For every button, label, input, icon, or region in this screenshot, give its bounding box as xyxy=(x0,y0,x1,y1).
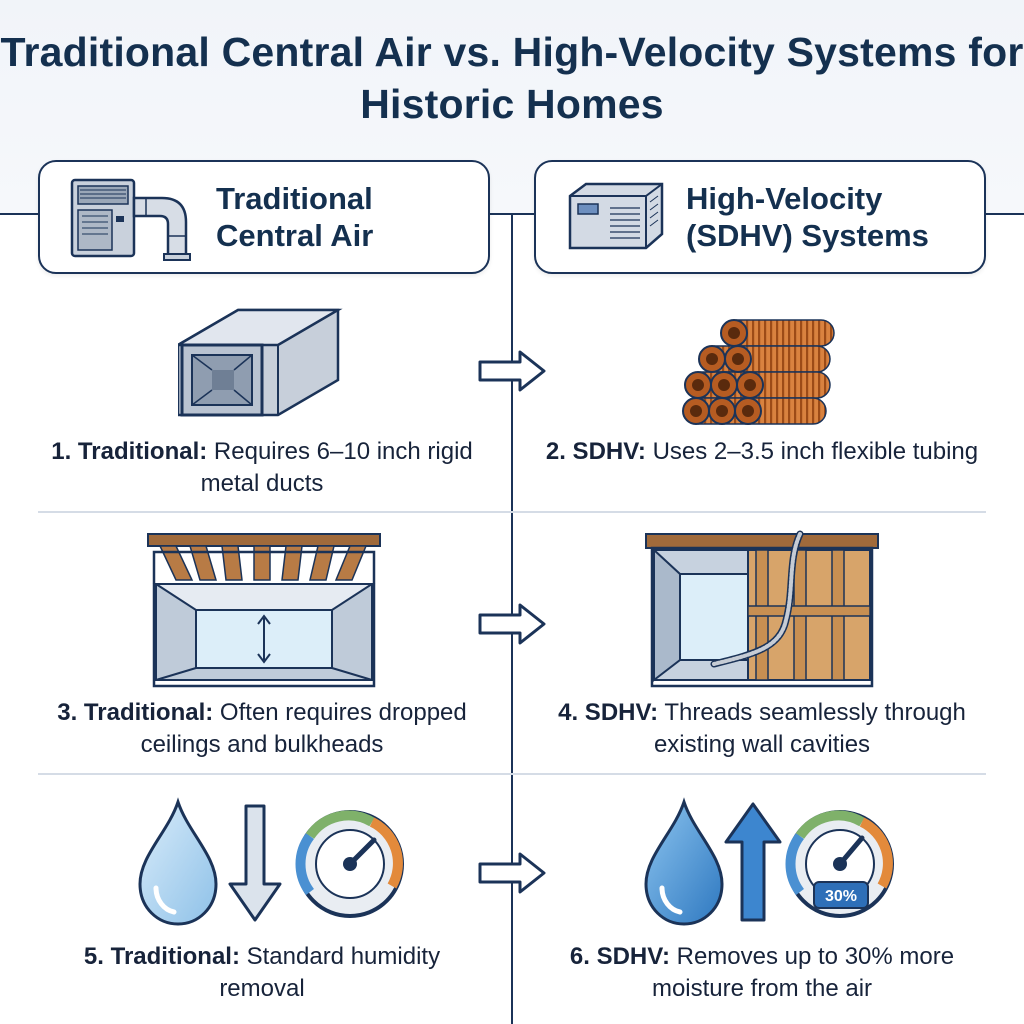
caption-5: 5. Traditional: Standard humidity remova… xyxy=(42,941,482,1005)
caption-5-lead: 5. Traditional: xyxy=(83,943,240,970)
caption-4-lead: 4. SDHV: xyxy=(558,699,659,726)
caption-4: 4. SDHV: Threads seamlessly through exis… xyxy=(542,697,982,761)
header-traditional: Traditional Central Air xyxy=(38,160,490,274)
caption-3-text: Often requires dropped ceilings and bulk… xyxy=(140,699,467,758)
caption-6-text: Removes up to 30% more moisture from the… xyxy=(651,943,955,1002)
caption-6-lead: 6. SDHV: xyxy=(569,943,670,970)
arrow-right-icon xyxy=(478,852,546,894)
caption-4-text: Threads seamlessly through existing wall… xyxy=(653,699,966,758)
caption-5-text: Standard humidity removal xyxy=(219,943,441,1002)
caption-1-lead: 1. Traditional: xyxy=(51,438,208,465)
arrow-right-icon xyxy=(478,603,546,645)
header-traditional-label: Traditional Central Air xyxy=(216,181,374,253)
caption-1-text: Requires 6–10 inch rigid metal ducts xyxy=(200,438,473,497)
caption-6: 6. SDHV: Removes up to 30% more moisture… xyxy=(542,941,982,1005)
humidity-up-gauge-icon: 30% xyxy=(644,797,894,926)
arrow-right-icon xyxy=(478,350,546,392)
flexible-tubing-bundle-icon xyxy=(682,319,835,425)
caption-2-lead: 2. SDHV: xyxy=(545,438,646,465)
gauge-percent-label: 30% xyxy=(825,888,857,905)
header-sdhv: High-Velocity (SDHV) Systems xyxy=(534,160,986,274)
humidity-down-gauge-icon xyxy=(138,797,404,926)
rigid-metal-duct-icon xyxy=(178,308,343,417)
dropped-ceiling-bulkhead-icon xyxy=(147,533,381,688)
page-title: Traditional Central Air vs. High-Velocit… xyxy=(0,29,1024,127)
caption-1: 1. Traditional: Requires 6–10 inch rigid… xyxy=(42,436,482,500)
row-separator xyxy=(38,511,986,513)
central-air-unit-with-duct-icon xyxy=(70,178,191,261)
compact-air-handler-icon xyxy=(568,182,664,250)
caption-3: 3. Traditional: Often requires dropped c… xyxy=(42,697,482,761)
header-sdhv-label: High-Velocity (SDHV) Systems xyxy=(686,181,929,253)
wall-cavity-tubing-icon xyxy=(645,530,879,688)
caption-2: 2. SDHV: Uses 2–3.5 inch flexible tubing xyxy=(542,436,982,468)
row-separator xyxy=(38,773,986,775)
caption-3-lead: 3. Traditional: xyxy=(57,699,214,726)
caption-2-text: Uses 2–3.5 inch flexible tubing xyxy=(645,438,979,465)
